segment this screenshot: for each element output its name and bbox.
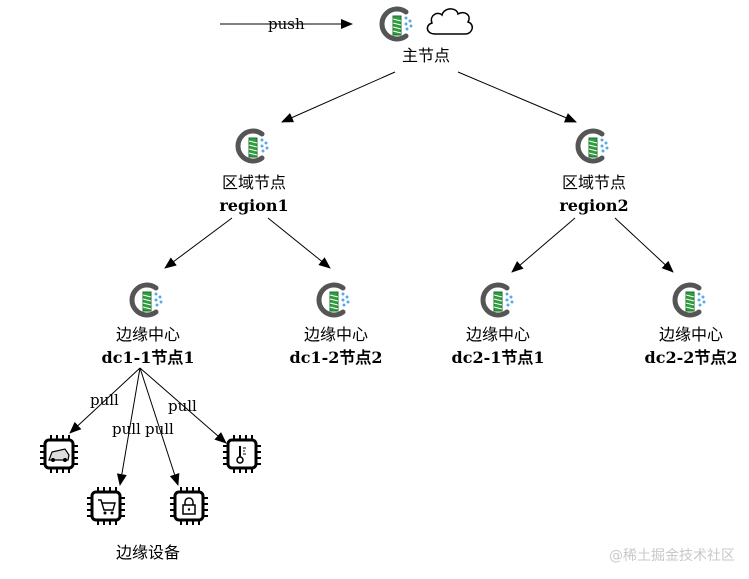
- edge-pull-lock: [139, 367, 180, 486]
- master-node-icon: [379, 6, 413, 42]
- dc1-2-node-icon: [316, 282, 350, 318]
- edge-master-region1: [281, 71, 396, 123]
- edge-pull-car: [69, 367, 141, 434]
- dc2-2-node-icon: [672, 282, 706, 318]
- pull-label-lock: pull: [145, 420, 174, 438]
- edge-region1-dc1-1: [164, 217, 233, 269]
- region2-title: 区域节点: [561, 173, 627, 192]
- dc1-1-title: 边缘中心: [115, 325, 181, 344]
- dc1-1-node-icon: [129, 282, 163, 318]
- pull-label-car: pull: [90, 391, 119, 409]
- master-node-title: 主节点: [401, 46, 451, 65]
- edge-pull-thermo: [139, 367, 227, 444]
- edge-region2-dc2-1: [511, 217, 576, 273]
- pull-label-thermo: pull: [168, 397, 197, 415]
- cart-chip-icon: [87, 487, 125, 525]
- dc2-1-node-icon: [480, 282, 514, 318]
- push-label: push: [268, 15, 305, 33]
- edge-master-region2: [457, 71, 577, 123]
- thermometer-chip-icon: [223, 435, 261, 473]
- watermark: @稀土掘金技术社区: [609, 548, 735, 564]
- dc2-1-subtitle: dc2-1节点1: [451, 348, 545, 367]
- edge-region2-dc2-2: [614, 217, 674, 273]
- region2-node-icon: [575, 128, 609, 164]
- dc2-2-subtitle: dc2-2节点2: [644, 348, 738, 367]
- edge-pull-cart: [116, 367, 141, 486]
- region1-subtitle: region1: [219, 196, 289, 215]
- cloud-icon: [426, 8, 473, 35]
- pull-label-cart: pull: [112, 420, 141, 438]
- lock-chip-icon: [170, 487, 208, 525]
- dc1-2-title: 边缘中心: [303, 325, 369, 344]
- dc1-2-subtitle: dc1-2节点2: [289, 348, 383, 367]
- region2-subtitle: region2: [559, 196, 629, 215]
- dc1-1-subtitle: dc1-1节点1: [101, 348, 195, 367]
- region1-node-icon: [235, 128, 269, 164]
- edge-region1-dc1-2: [267, 217, 331, 269]
- dc2-1-title: 边缘中心: [465, 325, 531, 344]
- edge-devices-label: 边缘设备: [115, 543, 181, 562]
- region1-title: 区域节点: [221, 173, 287, 192]
- car-chip-icon: [40, 435, 78, 473]
- dc2-2-title: 边缘中心: [658, 325, 724, 344]
